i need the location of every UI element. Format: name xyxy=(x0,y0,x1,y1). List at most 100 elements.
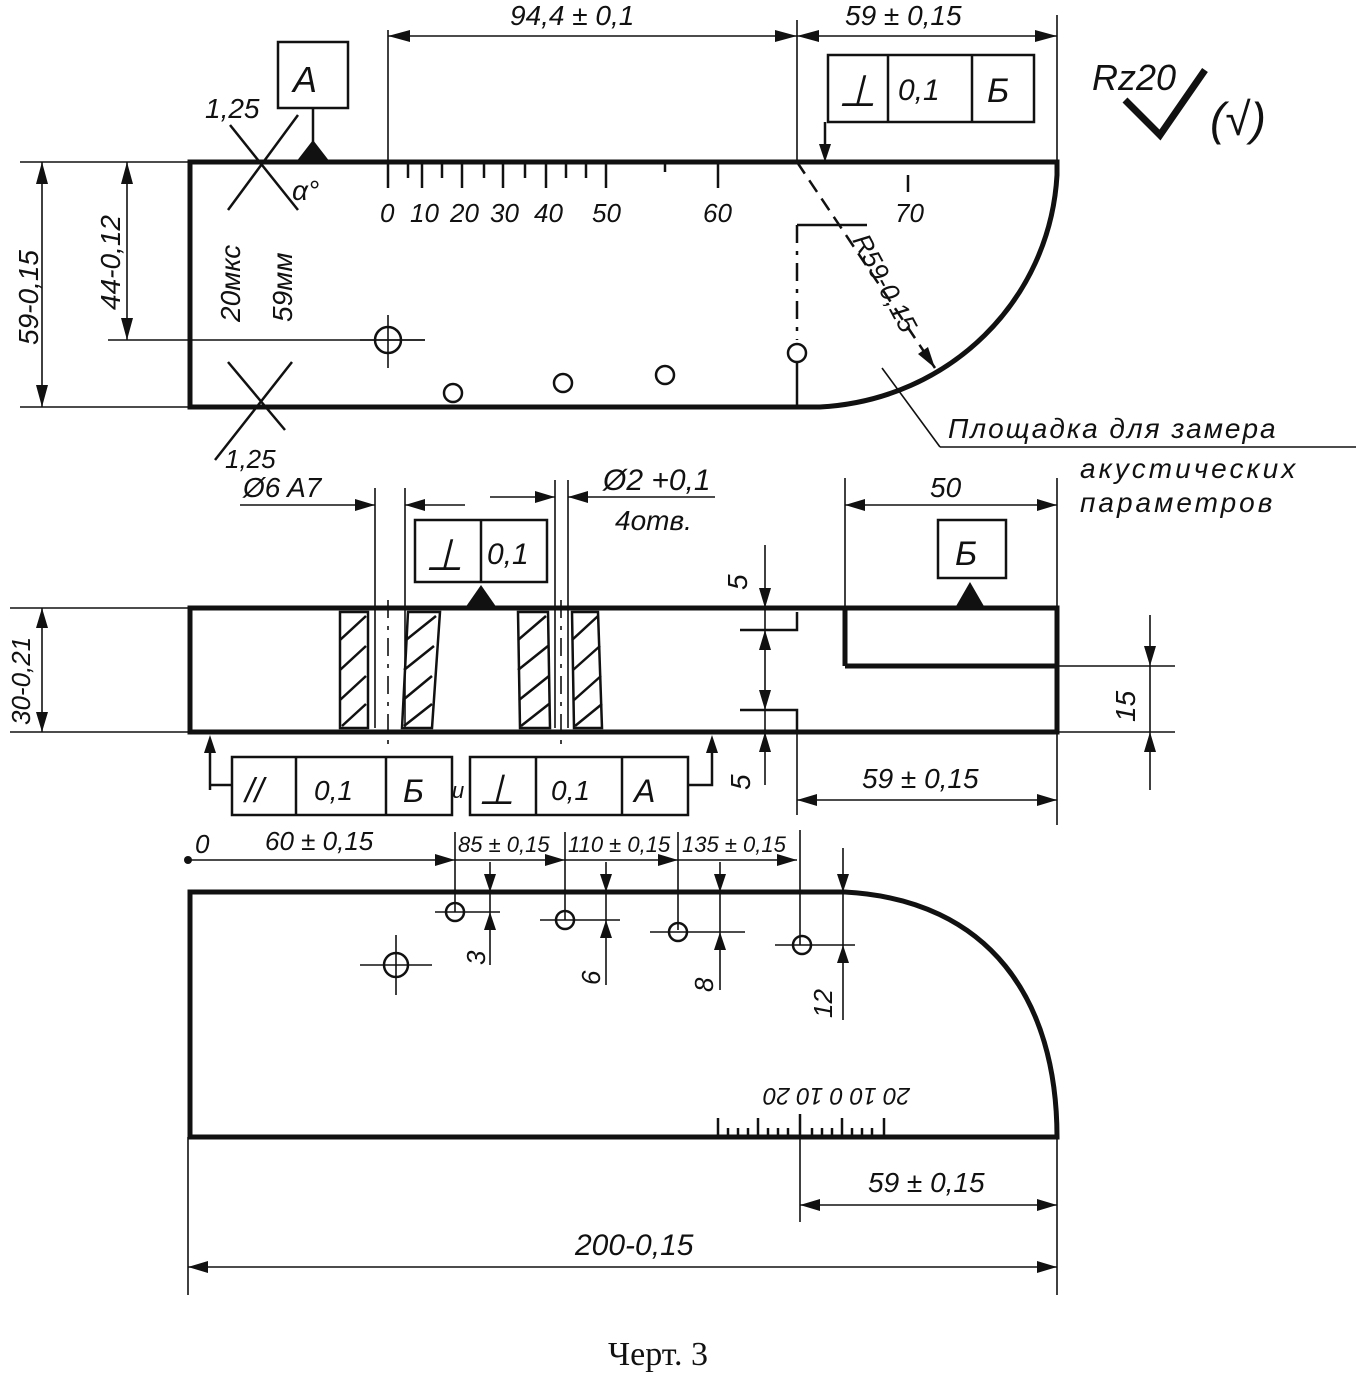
top-scale-ticks xyxy=(386,162,910,192)
notch-bump xyxy=(740,612,799,632)
tol-perp-datum: А xyxy=(632,773,655,809)
frame-leader xyxy=(688,748,714,787)
hatched-hole-left xyxy=(338,488,442,745)
bottom-view-outline xyxy=(187,889,1060,1140)
datum-triangle xyxy=(465,585,497,608)
dim-height-side: 30-0,21 xyxy=(6,637,36,725)
note-leader xyxy=(881,367,941,448)
scale-label-30: 30 xyxy=(490,198,519,228)
tol-par-value: 0,1 xyxy=(314,775,353,806)
left-text-2: 59мм xyxy=(267,252,298,322)
tol-mid-symbol: ⊥ xyxy=(425,531,463,580)
dim-50: 50 xyxy=(930,472,962,503)
top-view: 94,4 ± 0,1 59 ± 0,15 А 1,25 α° 1,25 20мк… xyxy=(13,0,1356,518)
arrowheads xyxy=(837,874,849,963)
scale-label-20: 20 xyxy=(449,198,479,228)
arrowhead xyxy=(355,499,375,511)
hole-count-label: 4отв. xyxy=(615,505,692,536)
arrowhead xyxy=(405,499,425,511)
depth-3: 3 xyxy=(461,950,491,965)
bottom-scale-ticks xyxy=(716,1114,886,1137)
note-line1: Площадка для замера xyxy=(948,413,1278,444)
dim-height-outer: 59-0,15 xyxy=(13,250,44,345)
tol-par-datum: Б xyxy=(403,773,424,809)
notch-bump xyxy=(740,708,799,732)
side-view: Ø6 A7 Ø2 +0,1 4отв. ⊥ 0,1 50 Б 5 5 15 xyxy=(6,464,1175,825)
hole-small xyxy=(552,372,574,394)
dim-height-inner: 44-0,12 xyxy=(95,215,126,310)
cross-mark xyxy=(226,114,300,211)
scale-label-10: 10 xyxy=(410,198,439,228)
dim-top-length: 94,4 ± 0,1 xyxy=(510,0,634,31)
radius-arrow xyxy=(918,347,935,368)
tol-perp-value: 0,1 xyxy=(551,775,590,806)
hole-large-label: Ø6 A7 xyxy=(242,472,323,503)
frame-leader-arrow xyxy=(819,144,831,162)
arrowhead xyxy=(535,491,555,503)
tol-frame-top xyxy=(826,53,1036,124)
top-view-outline xyxy=(187,159,1060,410)
cross-mark xyxy=(214,361,293,461)
roughness-check-icon xyxy=(1122,68,1208,141)
scale-label-70: 70 xyxy=(895,198,924,228)
dim-top-right: 59 ± 0,15 xyxy=(845,0,962,31)
tol-symbol: ⊥ xyxy=(838,67,876,116)
tol-par-symbol: // xyxy=(243,772,267,810)
origin-label: 0 xyxy=(195,829,210,859)
note-line3: параметров xyxy=(1080,487,1275,518)
roughness-paren: (√) xyxy=(1210,93,1266,145)
arrowheads xyxy=(600,874,612,938)
radius-line xyxy=(795,161,937,369)
dim-200: 200-0,15 xyxy=(574,1229,694,1262)
tol-datum: Б xyxy=(987,72,1009,110)
angle-label: α° xyxy=(292,175,319,206)
tol-perp-symbol: ⊥ xyxy=(478,766,515,813)
side-view-outline xyxy=(187,605,1060,735)
tol-value: 0,1 xyxy=(898,74,940,107)
tol-mid-value: 0,1 xyxy=(487,538,529,571)
figure-caption: Черт. 3 xyxy=(608,1336,708,1373)
datum-triangle xyxy=(955,582,985,608)
dim-135: 135 ± 0,15 xyxy=(682,832,787,857)
hole-small xyxy=(786,342,808,364)
bottom-scale-labels: 20 10 0 10 20 xyxy=(763,1082,911,1109)
scale-label-60: 60 xyxy=(703,198,732,228)
hatched-hole-right xyxy=(516,480,604,745)
depth-6: 6 xyxy=(576,970,606,985)
frame-leader-arrow xyxy=(204,735,216,753)
cross-top-label: 1,25 xyxy=(205,93,260,124)
dim-59-side: 59 ± 0,15 xyxy=(862,763,979,794)
datum-b-label: Б xyxy=(955,535,977,573)
tol-frame-parallel xyxy=(230,755,454,817)
and-label: и xyxy=(452,778,464,803)
cross-mark xyxy=(227,361,286,431)
datum-b-box xyxy=(936,518,1008,580)
scale-label-0: 0 xyxy=(380,198,395,228)
bottom-view: 0 60 ± 0,15 85 ± 0,15 110 ± 0,15 135 ± 0… xyxy=(184,826,1060,1295)
depth-8: 8 xyxy=(689,977,719,992)
hole-small xyxy=(442,382,464,404)
dim-59-bottom: 59 ± 0,15 xyxy=(868,1167,985,1198)
radius-label: R59-0,15 xyxy=(847,229,924,338)
dim-5-top: 5 xyxy=(722,574,753,590)
frame-leader-arrow xyxy=(706,735,718,753)
depth-12: 12 xyxy=(808,989,838,1018)
cross-mark xyxy=(229,124,299,211)
dim-5-bottom: 5 xyxy=(725,774,756,790)
scale-label-40: 40 xyxy=(534,198,563,228)
hole-small-label: Ø2 +0,1 xyxy=(602,464,711,497)
scale-label-50: 50 xyxy=(592,198,621,228)
dim-60: 60 ± 0,15 xyxy=(265,826,374,856)
arrowheads xyxy=(714,874,726,950)
dim-110: 110 ± 0,15 xyxy=(568,832,671,857)
arrowhead xyxy=(568,491,588,503)
arrowheads xyxy=(484,874,496,930)
arrowheads xyxy=(121,162,133,340)
dim-85: 85 ± 0,15 xyxy=(458,832,550,857)
datum-a-label: А xyxy=(291,59,317,100)
note-line2: акустических xyxy=(1080,453,1298,484)
hole-small xyxy=(654,364,676,386)
datum-triangle xyxy=(296,140,330,162)
cross-bottom-label: 1,25 xyxy=(225,444,276,474)
